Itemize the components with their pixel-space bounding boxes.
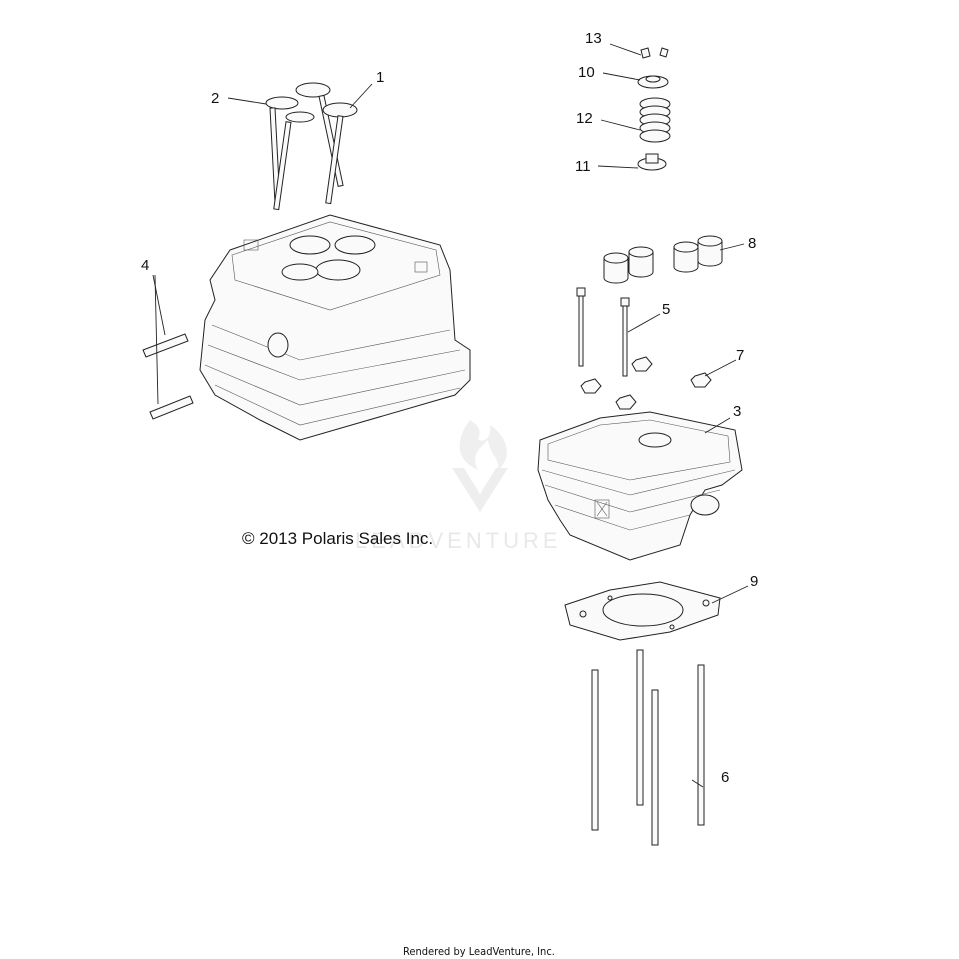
- valve-retainer: [637, 75, 669, 89]
- callout-10: 10: [578, 64, 595, 81]
- leader-lines: [152, 43, 749, 788]
- head-bolts: [576, 287, 630, 377]
- callout-1: 1: [376, 69, 384, 86]
- cylinder-head-right: [537, 411, 743, 561]
- callout-8: 8: [748, 235, 756, 252]
- nuts: [580, 356, 712, 410]
- callout-11: 11: [575, 158, 591, 175]
- cylinder-head-left: [199, 214, 471, 441]
- watermark-text: LEADVENTURE: [355, 528, 562, 553]
- valve-seal: [637, 153, 667, 171]
- tappets: [603, 235, 723, 284]
- rendered-by-text: Rendered by LeadVenture, Inc.: [403, 945, 555, 958]
- valve-spring: [639, 97, 671, 143]
- watermark-logo: LEADVENTURE: [355, 420, 562, 553]
- valve-keepers: [640, 47, 669, 59]
- callout-6: 6: [721, 769, 729, 786]
- valves: [265, 82, 358, 211]
- head-gasket: [564, 581, 721, 641]
- copyright-text: © 2013 Polaris Sales Inc.: [242, 529, 433, 548]
- callout-9: 9: [750, 573, 758, 590]
- cylinder-studs: [591, 649, 705, 846]
- callout-7: 7: [736, 347, 744, 364]
- callout-labels: 1 2 3 4 5 6 7 8 9 10 11 12 13: [141, 30, 758, 786]
- callout-12: 12: [576, 110, 593, 127]
- dowel-pins: [142, 333, 194, 420]
- callout-4: 4: [141, 257, 149, 274]
- callout-2: 2: [211, 90, 219, 107]
- callout-3: 3: [733, 403, 741, 420]
- callout-5: 5: [662, 301, 670, 318]
- callout-13: 13: [585, 30, 602, 47]
